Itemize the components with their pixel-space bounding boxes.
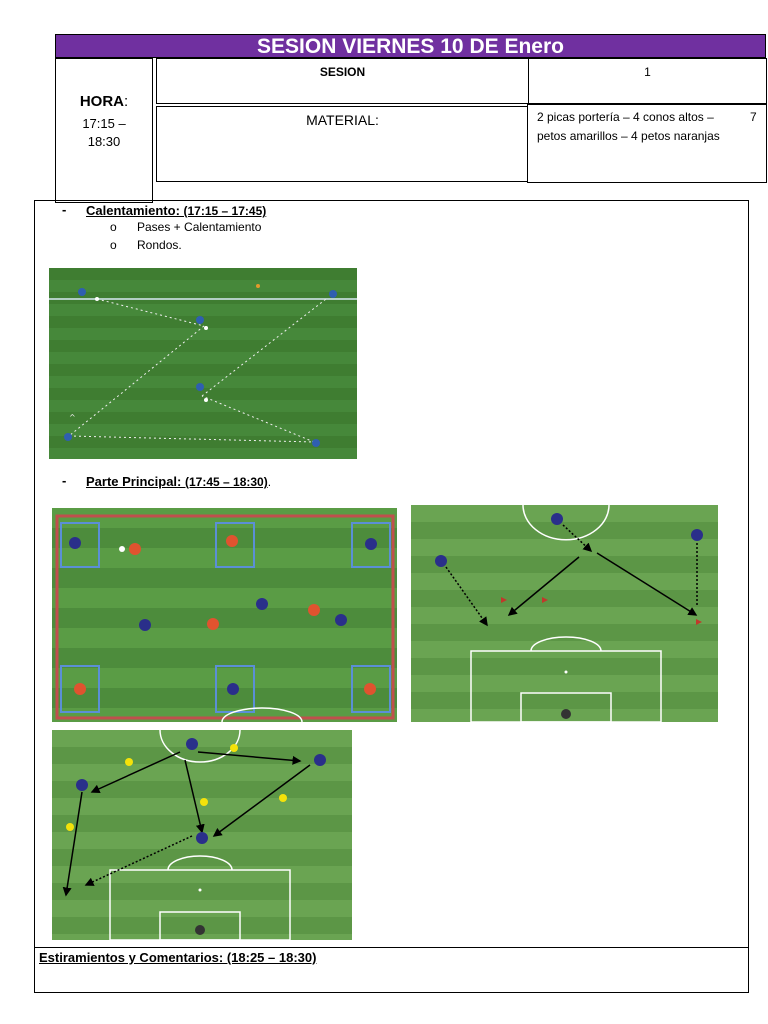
material-value-cell: 2 picas portería – 4 conos altos – 7 pet… <box>527 104 767 183</box>
player-blue <box>256 598 268 610</box>
material-label-cell: MATERIAL: <box>156 106 529 182</box>
player-orange <box>74 683 86 695</box>
cone-yellow <box>125 758 133 766</box>
sesion-value: 1 <box>644 65 651 79</box>
player-marker <box>64 288 337 447</box>
sesion-label: SESION <box>319 65 366 79</box>
material-label: MATERIAL: <box>306 112 379 128</box>
zone-box <box>215 522 255 568</box>
player-orange <box>226 535 238 547</box>
ball-icon <box>204 326 208 330</box>
zone-box <box>60 522 100 568</box>
cone-icon <box>256 284 260 288</box>
player-blue <box>76 779 88 791</box>
player-blue <box>365 538 377 550</box>
material-line-2: petos amarillos – 4 petos naranjas <box>537 129 720 143</box>
zone-box <box>60 665 100 713</box>
player-blue <box>691 529 703 541</box>
player-orange <box>364 683 376 695</box>
main-dash: - <box>62 473 67 488</box>
player-blue <box>196 832 208 844</box>
main-diagram-combination <box>52 730 352 940</box>
player-blue <box>335 614 347 626</box>
player-orange <box>308 604 320 616</box>
ball-icon <box>204 398 208 402</box>
stretch-divider <box>34 947 749 948</box>
warmup-dash: - <box>62 202 67 217</box>
stretch-heading: Estiramientos y Comentarios: (18:25 – 18… <box>39 950 317 965</box>
main-heading: Parte Principal: (17:45 – 18:30). <box>86 474 272 489</box>
warmup-heading: Calentamiento: (17:15 – 17:45) <box>86 203 267 218</box>
svg-text:^: ^ <box>69 413 76 422</box>
session-title: SESION VIERNES 10 DE Enero <box>55 34 766 58</box>
player-marker <box>196 316 204 324</box>
player-marker <box>329 290 337 298</box>
ball-icon <box>119 546 125 552</box>
player-blue <box>435 555 447 567</box>
player-orange <box>129 543 141 555</box>
flag-pole-icon <box>501 597 507 603</box>
player-marker <box>78 288 86 296</box>
player-orange <box>207 618 219 630</box>
flag-pole-icon <box>696 619 702 625</box>
warmup-bullet-2: o <box>110 238 117 252</box>
player-blue <box>69 537 81 549</box>
session-body <box>34 200 749 993</box>
player-blue <box>227 683 239 695</box>
main-diagram-rondo <box>52 508 397 722</box>
player-marker <box>196 383 204 391</box>
player-blue <box>139 619 151 631</box>
cone-yellow <box>66 823 74 831</box>
material-count: 7 <box>750 110 757 124</box>
goalkeeper-icon <box>561 709 571 719</box>
player-blue <box>314 754 326 766</box>
zone-box <box>351 522 391 568</box>
hora-label: HORA: <box>79 93 129 110</box>
warmup-bullet-1: o <box>110 220 117 234</box>
player-blue <box>551 513 563 525</box>
cone-yellow <box>230 744 238 752</box>
hora-time: 17:15 – 18:30 <box>82 116 126 149</box>
goalkeeper-icon <box>195 925 205 935</box>
main-diagram-finishing <box>411 505 718 722</box>
flag-pole-icon <box>542 597 548 603</box>
player-marker <box>312 439 320 447</box>
player-marker <box>64 433 72 441</box>
ball-icon <box>95 297 99 301</box>
warmup-item-2: Rondos. <box>137 238 182 252</box>
zone-box <box>351 665 391 713</box>
sesion-value-cell: 1 <box>528 58 767 104</box>
warmup-diagram: ^ <box>49 268 357 459</box>
hora-cell: HORA: 17:15 – 18:30 <box>55 58 153 203</box>
material-line-1: 2 picas portería – 4 conos altos – <box>537 110 714 124</box>
cone-yellow <box>200 798 208 806</box>
warmup-item-1: Pases + Calentamiento <box>137 220 262 234</box>
sesion-label-cell: SESION <box>156 58 529 104</box>
player-blue <box>186 738 198 750</box>
cone-yellow <box>279 794 287 802</box>
